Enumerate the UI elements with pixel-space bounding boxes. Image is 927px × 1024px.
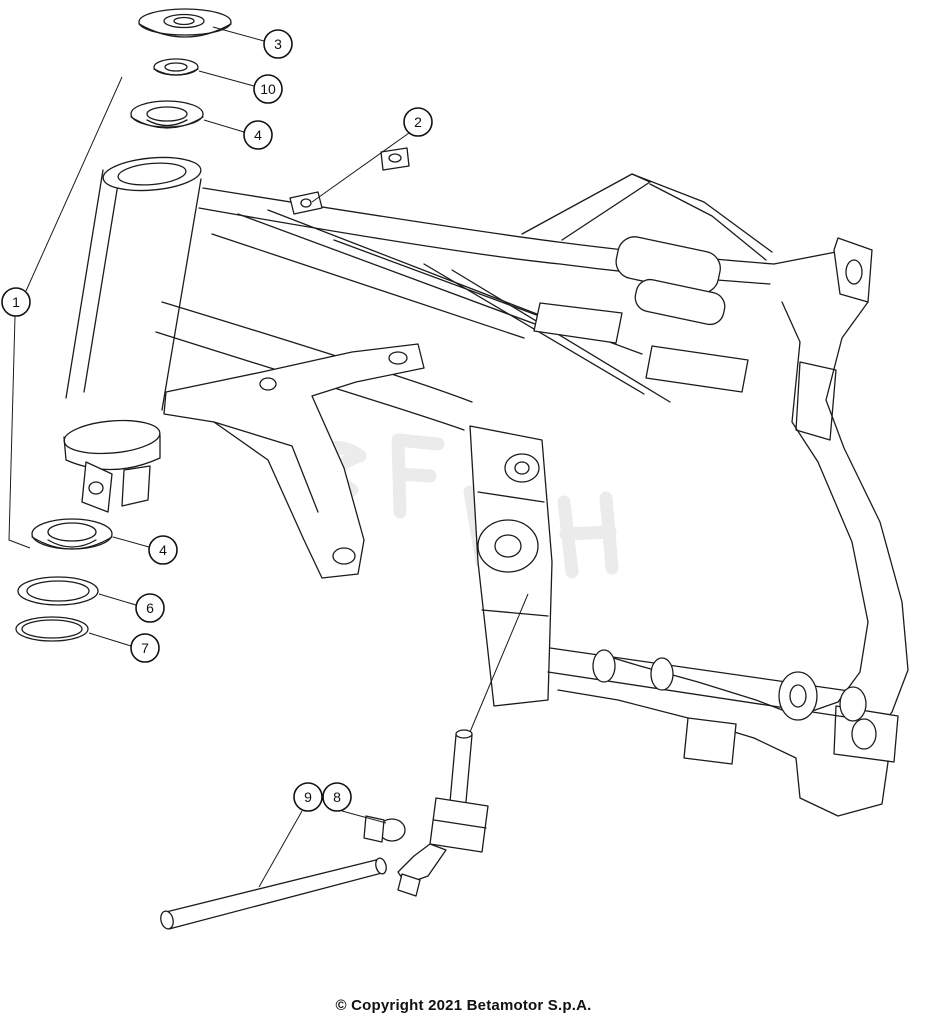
spacer-tube-part [160,857,387,930]
leader-line-3 [212,26,265,42]
callout-7: 7 [130,633,160,663]
leader-line-4-lower [112,536,150,548]
steering-cap-part [138,8,232,38]
pivot-bolt-fitting-part [363,729,489,897]
spar-mount-tab [289,191,323,215]
leader-line-9 [258,810,303,888]
lower-bearing-part [31,518,113,550]
assembly-line [469,593,529,733]
steering-head-tube [63,156,202,513]
callout-circle [135,593,165,623]
callout-circle [322,782,352,812]
bolt-and-tube-parts [160,147,529,930]
callout-label: 6 [146,600,154,616]
leader-lines [8,26,410,888]
callout-4-lower: 4 [148,535,178,565]
washer-part [153,58,199,76]
callout-3: 3 [263,29,293,59]
callout-circle [403,107,433,137]
callout-label: 7 [141,640,149,656]
nut-plate-part [380,147,410,171]
leader-line-1-lower [8,315,31,549]
front-gusset-bracket [163,343,425,579]
callout-label: 10 [260,81,276,97]
callout-circle [243,120,273,150]
leader-line-6 [98,593,137,606]
callout-label: 9 [304,789,312,805]
lower-engine-rail [547,647,867,765]
callouts: 1 2 3 10 4 4 6 7 [1,29,433,812]
o-ring-part [15,616,89,642]
seal-ring-part [17,576,99,606]
callout-label: 1 [12,294,20,310]
callout-circle [1,287,31,317]
callout-6: 6 [135,593,165,623]
callout-label: 4 [159,542,167,558]
steering-stack-parts [15,8,232,642]
subframe-tubes [521,173,773,326]
leader-line-7 [88,632,132,647]
callout-label: 2 [414,114,422,130]
callout-1: 1 [1,287,31,317]
callout-circle [253,74,283,104]
swingarm-pivot-plate [469,425,553,707]
frame-drawing [63,156,909,817]
leader-line-2 [311,132,410,203]
callout-circle [148,535,178,565]
callout-circle [130,633,160,663]
leader-line-8 [341,810,387,824]
callout-circle [263,29,293,59]
copyright-text: © Copyright 2021 Betamotor S.p.A. [335,997,592,1014]
callout-circle [293,782,323,812]
callout-10: 10 [253,74,283,104]
upper-bearing-part [130,100,204,129]
callout-8: 8 [322,782,352,812]
callout-label: 4 [254,127,262,143]
leader-line-10 [198,70,255,87]
leader-line-1-upper [25,76,123,292]
callout-label: 3 [274,36,282,52]
leader-line-4-upper [203,119,245,133]
callout-2: 2 [403,107,433,137]
callout-4-upper: 4 [243,120,273,150]
callout-9: 9 [293,782,323,812]
callout-label: 8 [333,789,341,805]
frame-cutouts [533,302,837,441]
